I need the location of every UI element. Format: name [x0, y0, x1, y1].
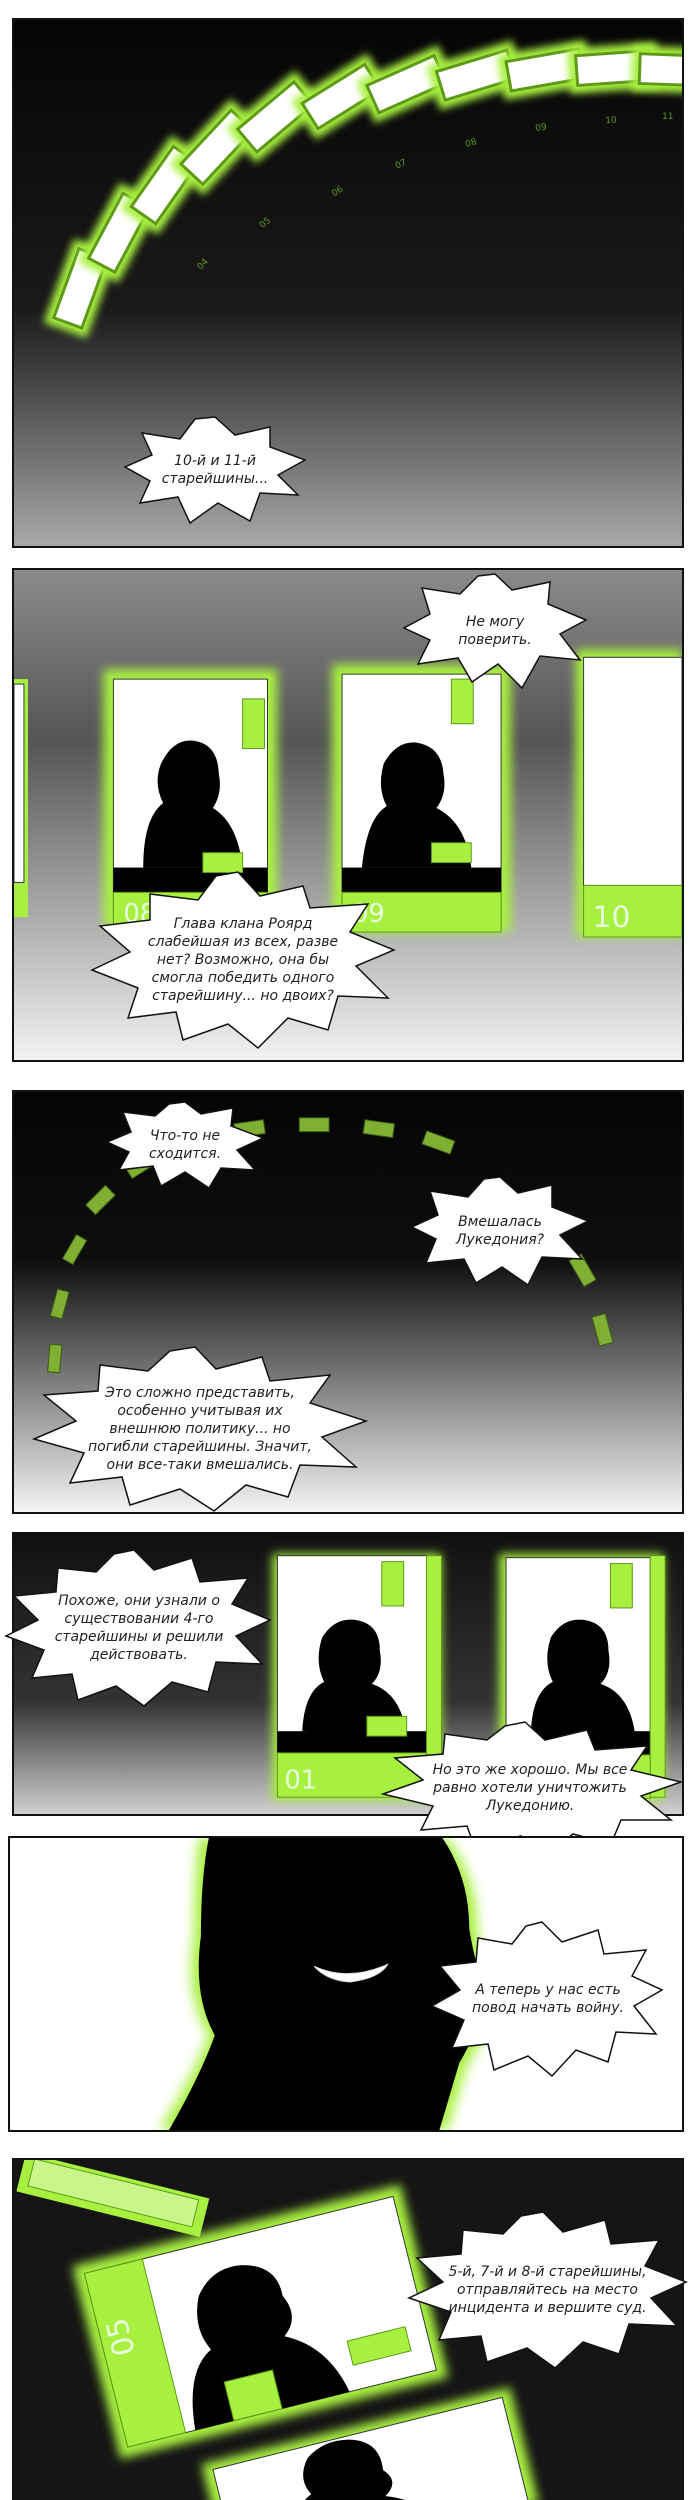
plate-number-07: 07	[394, 158, 408, 172]
bubble-text: А теперь у нас есть повод начать войну.	[472, 1982, 624, 2016]
plate-number-09: 09	[535, 122, 548, 134]
bubble-text: Что-то не сходится.	[148, 1128, 222, 1162]
panel-1-art: 04 05 06 07 08 09 10 11	[14, 20, 682, 546]
bubble-text: 10-й и 11-й старейшины...	[161, 453, 269, 487]
plate-number-01: 01	[284, 1765, 317, 1795]
speech-bubble: Вмешалась Лукедония?	[410, 1175, 590, 1287]
plate-number-10: 10	[605, 115, 617, 126]
speech-bubble: 5-й, 7-й и 8-й старейшины, отправляйтесь…	[405, 2210, 690, 2370]
bubble-text: 5-й, 7-й и 8-й старейшины, отправляйтесь…	[448, 2264, 647, 2316]
panel-1: 04 05 06 07 08 09 10 11	[12, 18, 684, 548]
speech-bubble: Это сложно представить, особенно учитыва…	[30, 1345, 370, 1513]
villain-grin	[313, 1963, 389, 1983]
speech-bubble: Не могу поверить.	[400, 572, 590, 690]
speech-bubble: 10-й и 11-й старейшины...	[120, 415, 310, 525]
plate-number-10: 10	[593, 900, 631, 935]
bubble-text: Глава клана Роярд слабейшая из всех, раз…	[147, 916, 339, 1004]
speech-bubble: Но это же хорошо. Мы все равно хотели ун…	[375, 1720, 685, 1855]
speech-bubble: Похоже, они узнали о существовании 4-го …	[4, 1548, 274, 1708]
plate-number-11: 11	[662, 112, 673, 122]
elder-plates-arc	[43, 39, 682, 339]
bubble-text: Это сложно представить, особенно учитыва…	[87, 1385, 313, 1473]
panel-5	[8, 1836, 684, 2132]
speech-bubble: Глава клана Роярд слабейшая из всех, раз…	[88, 870, 398, 1050]
plate-number-08: 08	[464, 137, 478, 150]
bubble-text: Но это же хорошо. Мы все равно хотели ун…	[432, 1761, 628, 1814]
panel-5-art	[10, 1838, 682, 2130]
villain-silhouette	[169, 1838, 488, 2130]
speech-bubble: Что-то не сходится.	[105, 1100, 265, 1190]
bubble-text: Похоже, они узнали о существовании 4-го …	[54, 1593, 224, 1663]
bubble-text: Вмешалась Лукедония?	[455, 1214, 545, 1248]
speech-bubble: А теперь у нас есть повод начать войну.	[430, 1920, 666, 2078]
bubble-text: Не могу поверить.	[458, 614, 532, 648]
